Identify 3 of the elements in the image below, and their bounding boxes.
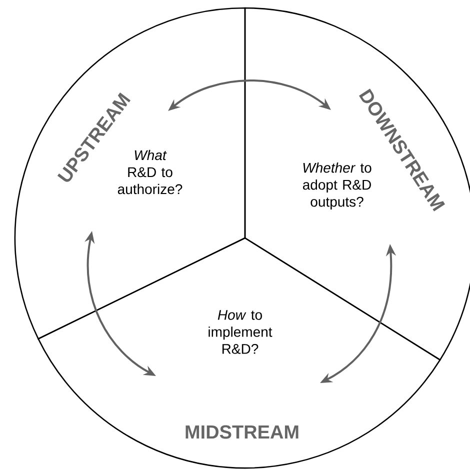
sector-heading: MIDSTREAM bbox=[186, 425, 298, 439]
question-text: What R&D to authorize? bbox=[118, 150, 182, 194]
question-text: How to implement R&D? bbox=[208, 310, 272, 354]
